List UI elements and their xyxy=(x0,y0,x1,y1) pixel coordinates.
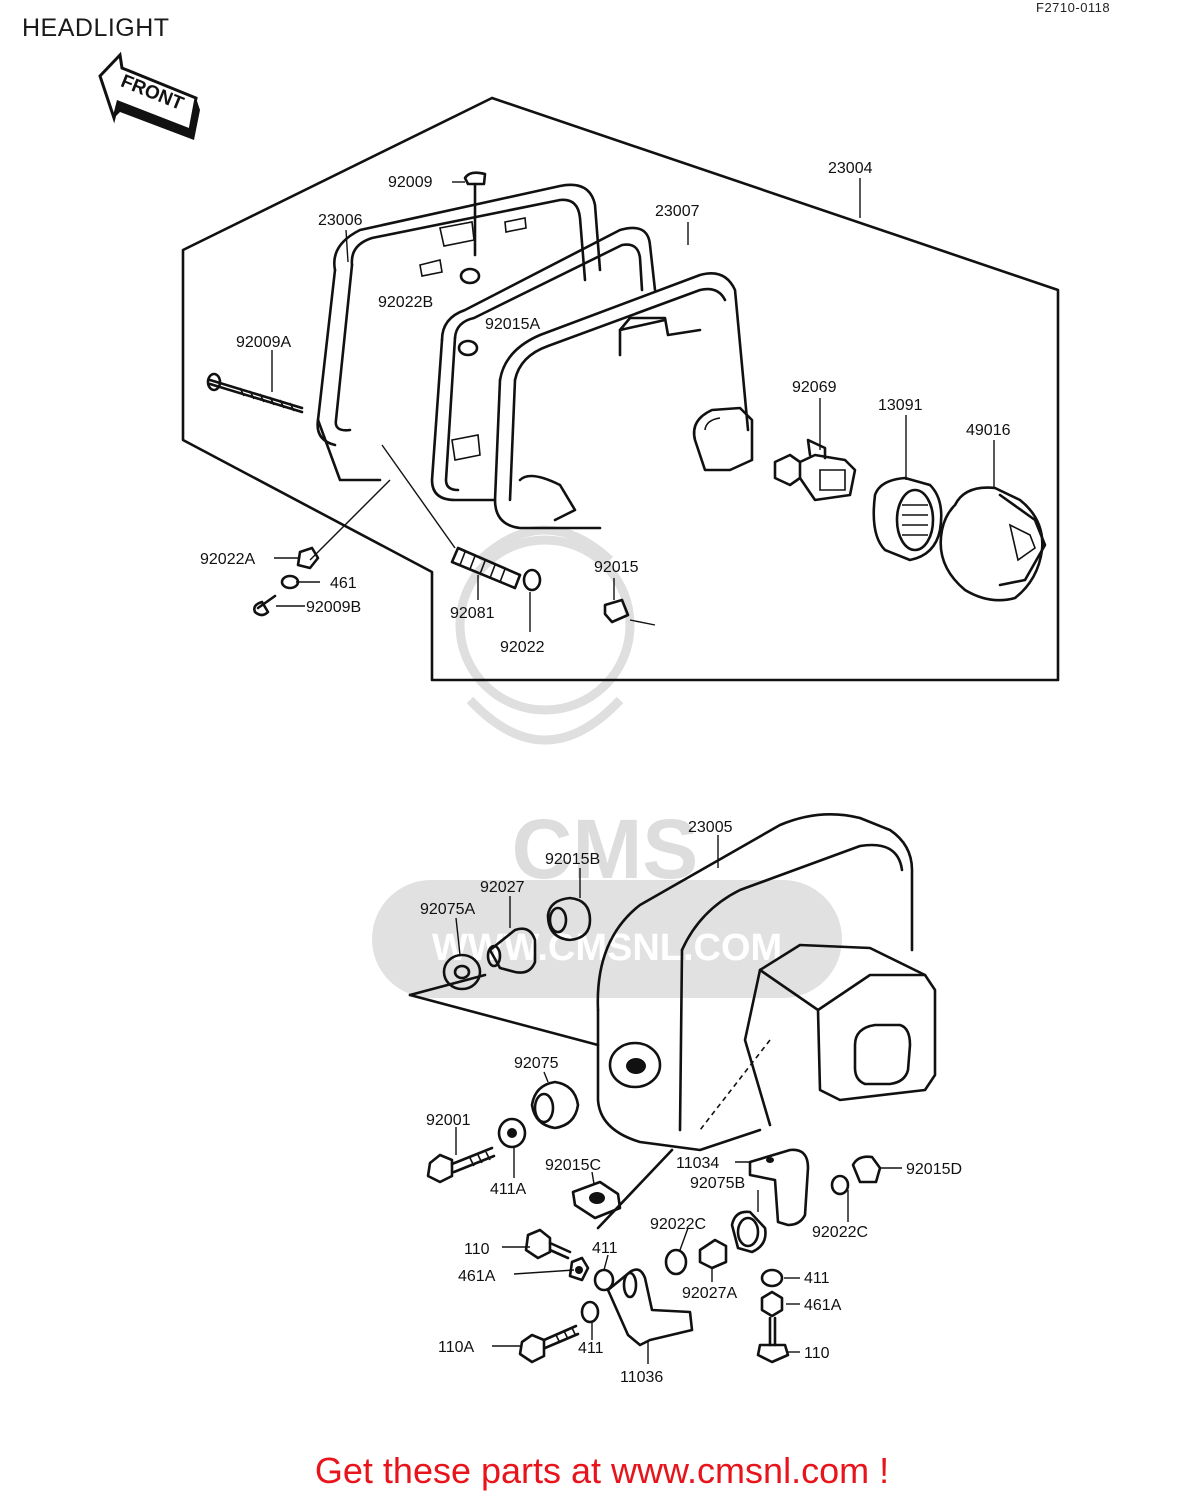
watermark: CMS WWW.CMSNL.COM xyxy=(372,525,842,998)
part-label-23004: 23004 xyxy=(828,160,873,177)
part-label-92075: 92075 xyxy=(514,1055,559,1072)
part-label-11036: 11036 xyxy=(620,1369,663,1386)
part-label-110a: 110A xyxy=(438,1339,475,1356)
part-label-92027: 92027 xyxy=(480,879,525,896)
part-label-11034: 11034 xyxy=(676,1155,719,1172)
part-label-92015b: 92015B xyxy=(545,851,600,868)
part-label-461: 461 xyxy=(330,575,357,592)
promo-link[interactable]: Get these parts at www.cmsnl.com ! xyxy=(314,1450,890,1491)
part-label-92015c: 92015C xyxy=(545,1157,601,1174)
part-label-92069: 92069 xyxy=(792,379,837,396)
part-label-92015: 92015 xyxy=(594,559,639,576)
part-label-411a: 411A xyxy=(490,1181,527,1198)
part-label-92022c-right: 92022C xyxy=(812,1224,868,1241)
lower-hardware xyxy=(426,896,882,1364)
front-arrow-icon: FRONT xyxy=(98,51,200,140)
adjusting-screw xyxy=(206,372,304,414)
headlight-rim xyxy=(316,183,602,482)
leader-lines-upper xyxy=(271,178,995,632)
part-label-92015a: 92015A xyxy=(485,316,540,333)
part-label-92022a: 92022A xyxy=(200,551,255,568)
part-label-411-right: 411 xyxy=(804,1270,830,1287)
part-label-411-bottom: 411 xyxy=(578,1340,604,1357)
part-label-92075b: 92075B xyxy=(690,1175,745,1192)
part-label-92009b: 92009B xyxy=(306,599,361,616)
part-label-23006: 23006 xyxy=(318,212,363,229)
part-label-49016: 49016 xyxy=(966,422,1011,439)
part-label-411-top: 411 xyxy=(592,1240,618,1257)
nut-92015 xyxy=(603,598,630,624)
part-label-461a-right: 461A xyxy=(804,1297,842,1314)
part-label-13091: 13091 xyxy=(878,397,923,414)
part-label-461a-left: 461A xyxy=(458,1268,496,1285)
part-label-92022c-left: 92022C xyxy=(650,1216,706,1233)
part-label-110-bottom: 110 xyxy=(804,1345,830,1362)
part-labels: 23004 23007 23006 92009 92022B 92015A 92… xyxy=(200,160,1011,1386)
socket xyxy=(872,476,943,562)
part-label-92022b: 92022B xyxy=(378,294,433,311)
part-label-92022: 92022 xyxy=(500,639,545,656)
top-screw xyxy=(457,171,487,357)
part-label-92009a: 92009A xyxy=(236,334,291,351)
part-label-92081: 92081 xyxy=(450,605,495,622)
leader-lines-lower xyxy=(455,835,902,1364)
watermark-banner xyxy=(372,880,842,998)
part-label-92001: 92001 xyxy=(426,1112,471,1129)
assembly-boundary-lower xyxy=(408,973,674,1230)
part-label-23005: 23005 xyxy=(688,819,733,836)
part-label-110-top: 110 xyxy=(464,1241,490,1258)
sealed-beam-unit xyxy=(493,272,754,530)
part-label-23007: 23007 xyxy=(655,203,700,220)
bulb xyxy=(773,438,857,502)
inner-ring xyxy=(430,226,657,502)
page-title: HEADLIGHT xyxy=(22,14,170,42)
watermark-brand: CMS xyxy=(512,802,699,896)
part-label-92009: 92009 xyxy=(388,174,433,191)
figure-code: F2710-0118 xyxy=(1036,0,1111,15)
dust-cover xyxy=(939,486,1047,602)
part-label-92015d: 92015D xyxy=(906,1161,962,1178)
part-label-92027a: 92027A xyxy=(682,1285,737,1302)
part-label-92075a: 92075A xyxy=(420,901,475,918)
assembly-boundary-upper xyxy=(181,96,1060,682)
adjust-spring xyxy=(450,546,542,592)
headlight-case xyxy=(596,813,937,1152)
